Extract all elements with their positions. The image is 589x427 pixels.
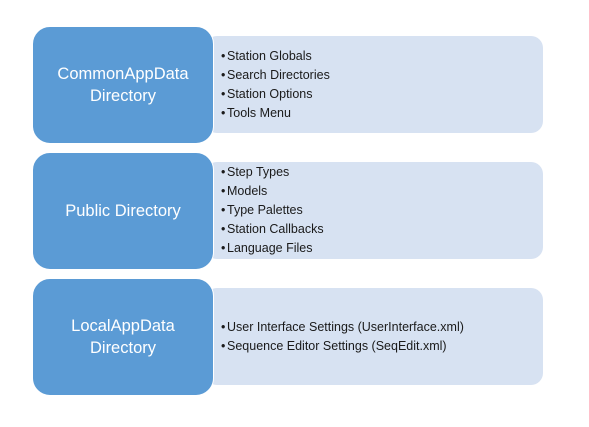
label-line: LocalAppData [71, 317, 175, 335]
bullet-icon: • [221, 67, 226, 82]
bullet-icon: • [221, 86, 226, 101]
bullet-icon: • [221, 184, 226, 198]
label-line: Directory [89, 339, 156, 357]
detail-item: •Station Callbacks [221, 220, 543, 239]
detail-item: •Sequence Editor Settings (SeqEdit.xml) [221, 337, 543, 356]
bullet-icon: • [221, 203, 226, 217]
detail-item: •Station Options [221, 85, 543, 104]
bullet-icon: • [221, 105, 226, 120]
group-commonappdata-label: CommonAppData Directory [32, 26, 214, 144]
detail-item: •User Interface Settings (UserInterface.… [221, 318, 543, 337]
detail-item: •Search Directories [221, 66, 543, 85]
detail-item: •Tools Menu [221, 104, 543, 123]
label-line: CommonAppData [57, 65, 189, 83]
detail-item: •Step Types [221, 163, 543, 182]
detail-item: •Language Files [221, 239, 543, 258]
label-line: Directory [89, 87, 156, 105]
group-localappdata-label: LocalAppData Directory [32, 278, 214, 396]
bullet-icon: • [221, 165, 226, 179]
group-public-detail: •Step Types •Models •Type Palettes •Stat… [205, 162, 543, 259]
label-line: Public Directory [65, 202, 181, 220]
detail-item: •Type Palettes [221, 201, 543, 220]
bullet-icon: • [221, 222, 226, 236]
detail-item: •Models [221, 182, 543, 201]
group-public-label: Public Directory [32, 152, 214, 270]
bullet-icon: • [221, 241, 226, 255]
detail-item: •Station Globals [221, 47, 543, 66]
group-localappdata-detail: •User Interface Settings (UserInterface.… [205, 288, 543, 385]
bullet-icon: • [221, 48, 226, 63]
group-commonappdata-detail: •Station Globals •Search Directories •St… [205, 36, 543, 133]
bullet-icon: • [221, 319, 226, 334]
bullet-icon: • [221, 338, 226, 353]
